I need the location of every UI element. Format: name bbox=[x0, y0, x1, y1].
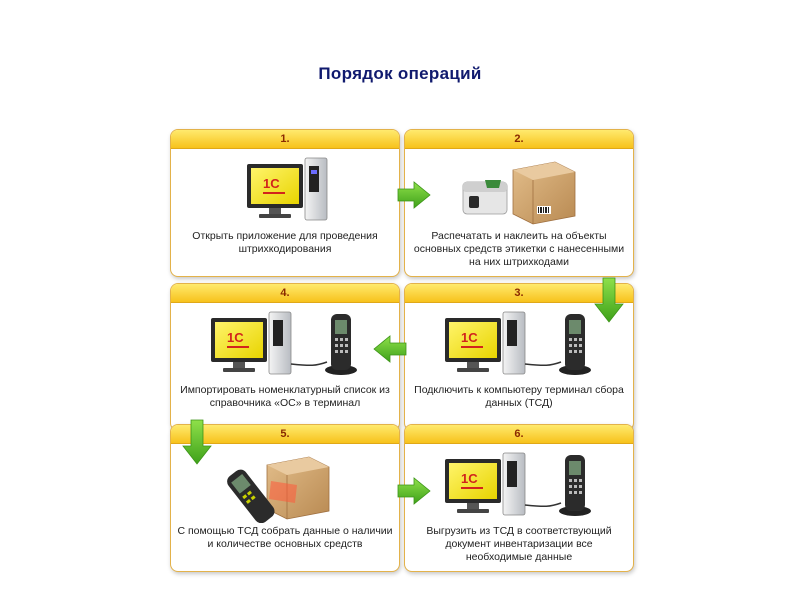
step-text-4: Импортировать номенклатурный список из с… bbox=[180, 384, 390, 409]
scanner-and-box-icon bbox=[227, 456, 330, 523]
step-text-6: Выгрузить из ТСД в соответствующий докум… bbox=[426, 525, 612, 563]
step-number-4: 4. bbox=[171, 284, 399, 303]
label-printer-and-box-icon bbox=[462, 161, 576, 225]
step-card-6: 6. 1С Выгрузить из ТСД в соответствующий… bbox=[404, 424, 634, 572]
computer-and-terminal-icon: 1С bbox=[445, 452, 591, 516]
arrow-right-icon bbox=[397, 477, 431, 505]
brand-label: 1С bbox=[461, 330, 478, 345]
step-text-5: С помощью ТСД собрать данные о наличии и… bbox=[177, 525, 393, 550]
step-card-3: 3. 1С Подключить к компьютеру терминал с… bbox=[404, 283, 634, 431]
page-title: Порядок операций bbox=[318, 64, 482, 83]
arrow-right-icon bbox=[397, 181, 431, 209]
brand-label: 1С bbox=[263, 176, 280, 191]
arrow-down-icon bbox=[594, 277, 624, 323]
step-text-3: Подключить к компьютеру терминал сбора д… bbox=[414, 384, 624, 409]
step-text-2: Распечатать и наклеить на объекты основн… bbox=[413, 230, 625, 268]
step-card-4: 4. 1С Импортировать номенклатурный списо… bbox=[170, 283, 400, 431]
step-number-3: 3. bbox=[405, 284, 633, 303]
step-card-2: 2. Распечатать и наклеить на объекты осн… bbox=[404, 129, 634, 277]
brand-label: 1С bbox=[461, 471, 478, 486]
step-number-5: 5. bbox=[171, 425, 399, 444]
computer-and-terminal-icon: 1С bbox=[211, 311, 357, 375]
step-number-6: 6. bbox=[405, 425, 633, 444]
computer-and-terminal-icon: 1С bbox=[445, 311, 591, 375]
step-number-2: 2. bbox=[405, 130, 633, 149]
computer-icon: 1С bbox=[247, 157, 328, 221]
arrow-down-icon bbox=[182, 419, 212, 465]
arrow-left-icon bbox=[373, 335, 407, 363]
brand-label: 1С bbox=[227, 330, 244, 345]
step-text-1: Открыть приложение для проведения штрихк… bbox=[192, 230, 378, 255]
step-number-1: 1. bbox=[171, 130, 399, 149]
step-card-5: 5. С помощью ТСД собрать данные о наличи… bbox=[170, 424, 400, 572]
step-card-1: 1. 1С Открыть приложение для проведения … bbox=[170, 129, 400, 277]
